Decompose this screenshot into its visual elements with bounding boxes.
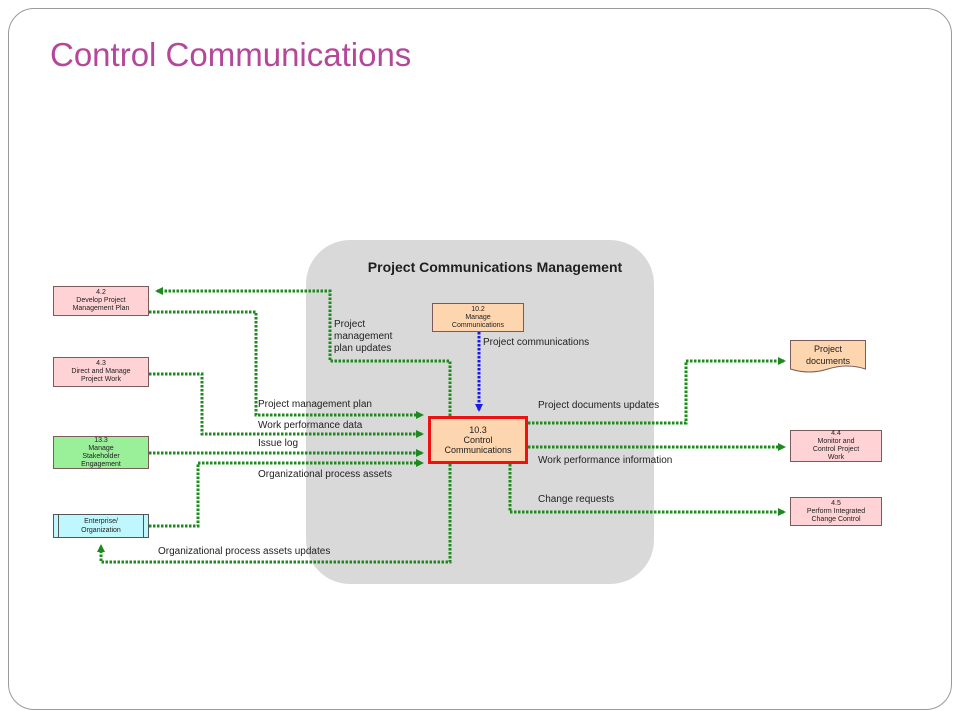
enterprise-bar-right bbox=[143, 515, 144, 537]
process-name-line: Management Plan bbox=[72, 305, 130, 312]
process-name-line: Work bbox=[827, 454, 845, 461]
enterprise-bar-left bbox=[58, 515, 59, 537]
label-change-requests: Change requests bbox=[538, 494, 615, 505]
process-name-line: Perform Integrated bbox=[806, 507, 866, 515]
process-group-area bbox=[306, 240, 654, 584]
label-issue-log: Issue log bbox=[258, 438, 299, 449]
process-name-line: Manage bbox=[88, 444, 114, 452]
enterprise-label: Enterprise/ Organization bbox=[60, 515, 142, 537]
process-name-line: Engagement bbox=[81, 460, 121, 468]
process-name-line: Control Project bbox=[812, 446, 860, 453]
project-documents: Project documents bbox=[790, 340, 866, 370]
process-manage-communications: 10.2 Manage Communications bbox=[432, 303, 524, 332]
process-name-line: Stakeholder bbox=[82, 452, 120, 460]
process-monitor-control-project-work: 4.4 Monitor and Control Project Work bbox=[790, 430, 882, 462]
label-pm-plan: Project management plan bbox=[258, 399, 372, 410]
process-number: 4.3 bbox=[96, 360, 106, 367]
flow-pm-plan-updates bbox=[155, 287, 452, 416]
process-name-line: Monitor and bbox=[817, 438, 855, 445]
flow-opa-updates bbox=[97, 464, 452, 564]
flow-opa bbox=[149, 459, 424, 528]
process-name-line: Control bbox=[463, 435, 493, 445]
process-name-line: Change Control bbox=[811, 515, 861, 523]
process-control-communications: 10.3 Control Communications bbox=[428, 416, 528, 464]
process-number: 4.4 bbox=[831, 430, 841, 437]
flow-project-documents-updates bbox=[528, 357, 786, 425]
process-develop-pm-plan: 4.2 Develop Project Management Plan bbox=[53, 286, 149, 316]
project-documents-line: documents bbox=[805, 356, 851, 366]
label-work-performance-information: Work performance information bbox=[538, 455, 673, 466]
project-documents-line: Project bbox=[813, 344, 842, 354]
label-opa-updates: Organizational process assets updates bbox=[158, 546, 331, 557]
process-name-line: Project Work bbox=[81, 376, 121, 383]
process-number: 4.5 bbox=[831, 499, 841, 507]
process-perform-integrated-change-control: 4.5 Perform Integrated Change Control bbox=[790, 497, 882, 526]
flow-work-performance-data bbox=[149, 372, 424, 438]
flow-pm-plan bbox=[149, 310, 424, 419]
label-opa: Organizational process assets bbox=[258, 469, 392, 480]
process-name-line: Communications bbox=[451, 321, 505, 329]
process-direct-manage-project-work: 4.3 Direct and Manage Project Work bbox=[53, 357, 149, 387]
process-number: 13.3 bbox=[94, 436, 108, 444]
label-project-documents-updates: Project documents updates bbox=[538, 400, 660, 411]
enterprise-line: Enterprise/ bbox=[84, 518, 118, 525]
enterprise-organization-box: Enterprise/ Organization bbox=[53, 514, 149, 538]
process-number: 10.3 bbox=[469, 425, 487, 435]
process-name-line: Communications bbox=[444, 445, 512, 455]
process-name-line: Develop Project bbox=[76, 297, 126, 304]
label-work-performance-data: Work performance data bbox=[258, 420, 363, 431]
process-number: 4.2 bbox=[96, 289, 106, 296]
process-group-title: Project Communications Management bbox=[367, 259, 623, 275]
project-documents-shape bbox=[790, 340, 866, 373]
process-name-line: Direct and Manage bbox=[71, 368, 131, 375]
process-number: 10.2 bbox=[471, 305, 485, 313]
slide-title: Control Communications bbox=[50, 36, 412, 73]
process-name-line: Manage bbox=[465, 313, 491, 321]
enterprise-line: Organization bbox=[81, 527, 121, 534]
label-pm-plan-updates: Project management plan updates bbox=[334, 319, 393, 354]
label-project-communications: Project communications bbox=[483, 337, 590, 348]
process-manage-stakeholder-engagement: 13.3 Manage Stakeholder Engagement bbox=[53, 436, 149, 469]
flow-change-requests bbox=[508, 464, 786, 516]
